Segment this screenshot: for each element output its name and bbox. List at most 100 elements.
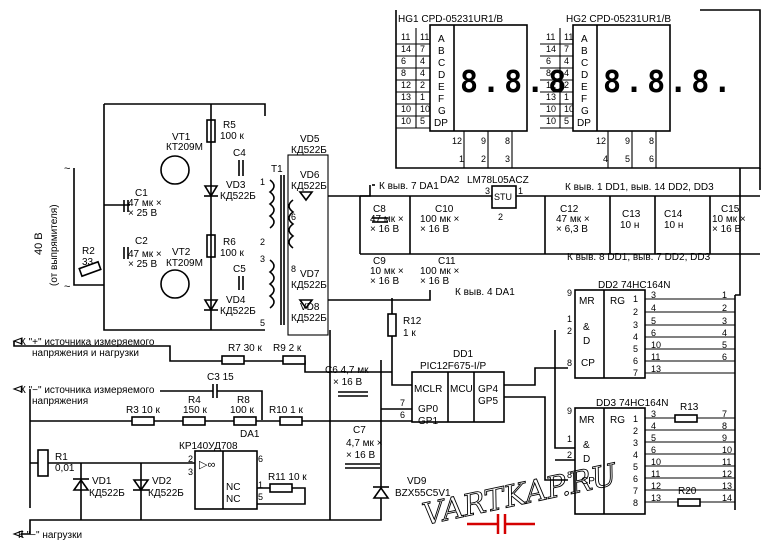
svg-text:6: 6: [401, 56, 406, 66]
svg-text:2: 2: [481, 154, 486, 164]
svg-text:VD9: VD9: [407, 476, 427, 487]
svg-text:5: 5: [625, 154, 630, 164]
hg2-bottom-pins: 12 9 8 4 5 6: [596, 136, 654, 164]
svg-text:VD3: VD3: [226, 180, 246, 191]
svg-text:4: 4: [722, 328, 727, 338]
svg-text:R1: R1: [55, 452, 68, 463]
svg-text:11: 11: [651, 352, 660, 362]
label-minus-source-2: напряжения: [32, 396, 88, 407]
svg-text:5: 5: [420, 116, 425, 126]
hg1-pin-numbers: 11 11 14 7 6 4 8 4 12 2 13 1 10 10 10 5: [401, 32, 430, 126]
shift-register-dd3: DD3 74HC164N MR RG & D CP 1 2 3 4 5 6 7 …: [554, 295, 736, 515]
svg-text:A: A: [581, 34, 588, 45]
svg-text:8: 8: [291, 264, 296, 274]
svg-text:8: 8: [505, 136, 510, 146]
svg-text:▷∞: ▷∞: [199, 459, 215, 471]
hg1-segment-labels: A B C D E F G DP: [434, 34, 448, 129]
svg-text:T1: T1: [271, 164, 283, 175]
svg-text:F: F: [581, 94, 587, 105]
svg-text:КД522Б: КД522Б: [291, 145, 327, 156]
svg-text:VD1: VD1: [92, 476, 112, 487]
hg2-segment-labels: A B C D E F G DP: [577, 34, 591, 129]
svg-text:F: F: [438, 94, 444, 105]
svg-text:GP4: GP4: [478, 384, 498, 395]
svg-text:8: 8: [649, 136, 654, 146]
svg-text:RG: RG: [610, 296, 625, 307]
svg-text:100 к: 100 к: [230, 405, 254, 416]
svg-text:5: 5: [258, 492, 263, 502]
svg-text:74HC164N: 74HC164N: [619, 398, 668, 409]
svg-text:3: 3: [188, 467, 193, 477]
svg-text:CP: CP: [581, 476, 595, 487]
svg-text:14: 14: [722, 493, 732, 503]
svg-text:КР140УД708: КР140УД708: [179, 441, 238, 452]
svg-text:14: 14: [546, 44, 556, 54]
svg-text:GP0: GP0: [418, 404, 438, 415]
svg-text:1: 1: [518, 186, 523, 196]
svg-text:3: 3: [651, 290, 656, 300]
svg-text:9: 9: [481, 136, 486, 146]
svg-text:6: 6: [546, 56, 551, 66]
svg-text:2: 2: [498, 212, 503, 222]
svg-text:10: 10: [401, 116, 411, 126]
svg-text:R8: R8: [237, 395, 250, 406]
svg-text:КД522Б: КД522Б: [291, 313, 327, 324]
svg-text:2: 2: [567, 450, 572, 460]
svg-text:DP: DP: [434, 118, 448, 129]
svg-text:× 25 В: × 25 В: [128, 259, 158, 270]
svg-text:5: 5: [722, 340, 727, 350]
svg-text:10: 10: [722, 445, 732, 455]
svg-text:6: 6: [258, 454, 263, 464]
svg-text:C13: C13: [622, 209, 641, 220]
svg-text:VD7: VD7: [300, 269, 320, 280]
svg-text:47 мк ×: 47 мк ×: [370, 214, 404, 225]
svg-text:VD4: VD4: [226, 295, 246, 306]
hg2-digits: 8.8.8.: [603, 65, 735, 100]
input-labels: К "+" источника измеряемого напряжения и…: [12, 337, 392, 541]
mcu-dd1: DD1 PIC12F675-I/P MCLR MCU GP0 GP1 GP4 G…: [387, 298, 568, 481]
svg-text:11: 11: [564, 32, 573, 42]
svg-text:C8: C8: [373, 204, 386, 215]
label-plus-source-1: К "+" источника измеряемого: [20, 337, 155, 348]
svg-text:5: 5: [651, 316, 656, 326]
svg-text:R10 1 к: R10 1 к: [269, 405, 303, 416]
display-hg2: HG2 CPD-05231UR1/B 8.8.8. A B C D E F G …: [540, 14, 735, 168]
svg-text:9: 9: [625, 136, 630, 146]
svg-text:10: 10: [401, 104, 411, 114]
svg-text:10: 10: [564, 104, 574, 114]
svg-text:DP: DP: [577, 118, 591, 129]
svg-text:VD8: VD8: [300, 302, 320, 313]
label-to-da1-7: К выв. 7 DA1: [379, 181, 439, 192]
svg-text:R12: R12: [403, 316, 422, 327]
svg-text:R5: R5: [223, 120, 236, 131]
svg-text:12: 12: [546, 80, 556, 90]
svg-text:13: 13: [401, 92, 411, 102]
svg-text:2: 2: [260, 237, 265, 247]
svg-text:MR: MR: [579, 296, 595, 307]
svg-text:4: 4: [564, 68, 569, 78]
svg-text:1: 1: [567, 314, 572, 324]
svg-text:100 к: 100 к: [220, 248, 244, 259]
svg-text:7: 7: [633, 486, 638, 496]
svg-text:9: 9: [567, 288, 572, 298]
svg-text:47 мк ×: 47 мк ×: [128, 198, 162, 209]
svg-text:RG: RG: [610, 415, 625, 426]
svg-text:7: 7: [564, 44, 569, 54]
svg-text:LM78L05ACZ: LM78L05ACZ: [467, 175, 529, 186]
svg-text:VARTKAP.RU: VARTKAP.RU: [419, 457, 621, 533]
svg-text:C1: C1: [135, 188, 148, 199]
svg-text:100 к: 100 к: [220, 131, 244, 142]
svg-text:10 мк ×: 10 мк ×: [712, 214, 746, 225]
svg-text:DA1: DA1: [240, 429, 260, 440]
svg-text:11: 11: [420, 32, 429, 42]
supply-voltage-label: 40 В: [33, 232, 45, 255]
hg2-label: HG2 CPD-05231UR1/B: [566, 14, 671, 25]
svg-text:5: 5: [651, 433, 656, 443]
svg-text:33: 33: [82, 257, 94, 268]
svg-text:× 16 В: × 16 В: [712, 224, 742, 235]
svg-text:VT2: VT2: [172, 247, 191, 258]
svg-text:VD2: VD2: [152, 476, 172, 487]
svg-text:КД522Б: КД522Б: [220, 306, 256, 317]
svg-text:R3 10 к: R3 10 к: [126, 405, 160, 416]
